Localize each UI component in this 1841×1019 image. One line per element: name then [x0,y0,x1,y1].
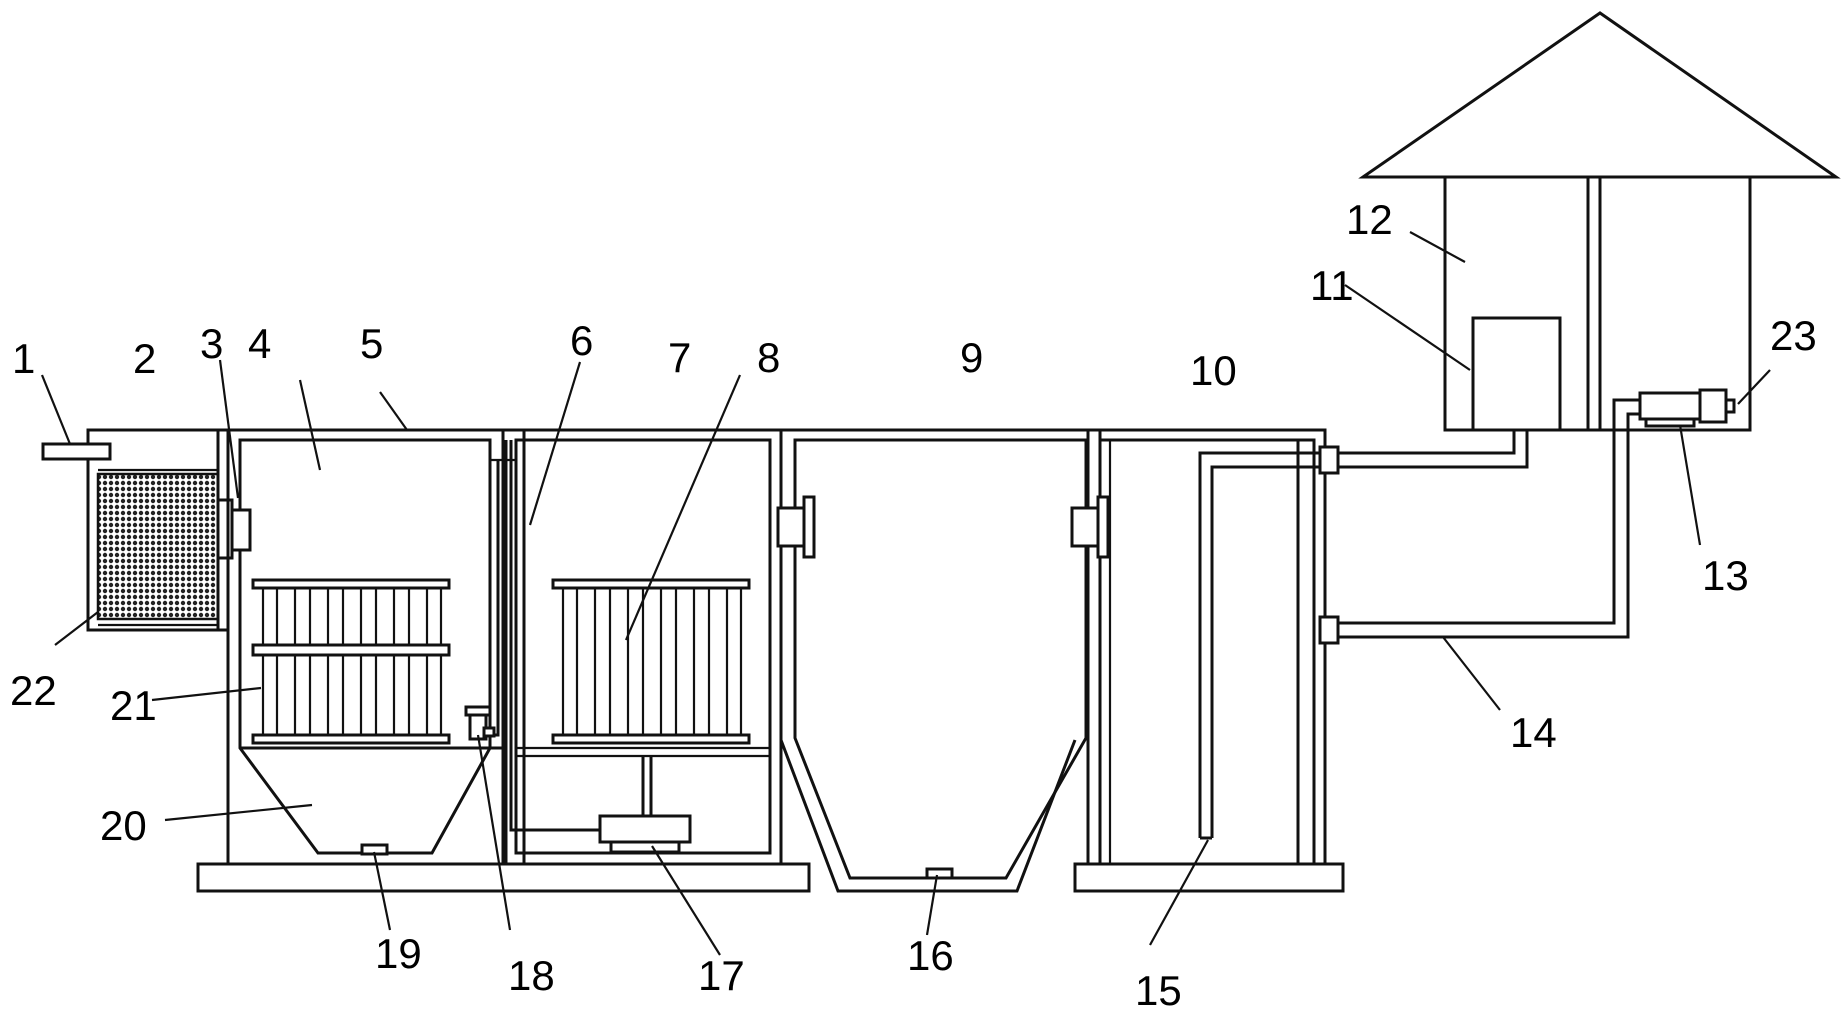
base-slabs [196,862,1345,893]
outlet-pipes [1318,398,1640,645]
building [1358,11,1841,432]
label-3: 3 [200,320,223,367]
leader-lines [40,231,1771,956]
aerator-17 [598,756,692,854]
filter-media [96,472,220,621]
label-14: 14 [1510,709,1557,756]
label-15: 15 [1135,967,1182,1014]
label-20: 20 [100,802,147,849]
label-19: 19 [375,930,422,977]
label-9: 9 [960,334,983,381]
label-21: 21 [110,682,157,729]
label-6: 6 [570,317,593,364]
label-4: 4 [248,320,271,367]
tank-block-9 [779,428,1102,893]
label-7: 7 [668,334,691,381]
tank-block-4-7 [226,428,783,864]
pipe-15 [1198,451,1330,840]
label-2: 2 [133,335,156,382]
label-8: 8 [757,334,780,381]
part-labels: 1 2 3 4 5 6 7 8 9 10 11 12 13 14 15 16 1… [10,196,1817,1014]
label-18: 18 [508,952,555,999]
label-23: 23 [1770,312,1817,359]
label-5: 5 [360,320,383,367]
label-13: 13 [1702,552,1749,599]
filter-rack-8 [551,578,751,745]
label-22: 22 [10,667,57,714]
storage-tank-11 [1471,316,1562,432]
connection-flanges [216,495,1110,560]
label-16: 16 [907,932,954,979]
label-11: 11 [1310,262,1354,309]
label-12: 12 [1346,196,1393,243]
inlet-box [41,428,230,632]
label-10: 10 [1190,347,1237,394]
pump-13 [1638,388,1736,428]
tank-block-10 [1086,428,1327,864]
label-17: 17 [698,952,745,999]
inlet-pipe [41,442,112,461]
label-1: 1 [12,335,35,382]
filter-rack-21 [251,578,451,745]
